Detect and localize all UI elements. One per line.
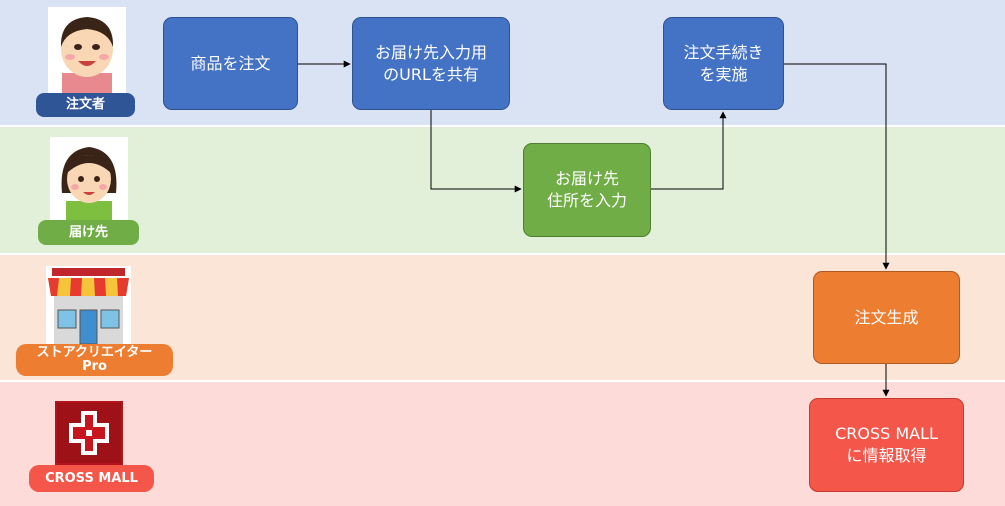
person-woman-icon <box>50 137 128 220</box>
person-smiling-icon <box>48 7 126 93</box>
step-input-address: お届け先 住所を入力 <box>523 143 651 237</box>
arrow-input-to-checkout <box>651 111 727 190</box>
storefront-icon <box>46 266 131 345</box>
crossmall-logo-icon <box>55 401 123 465</box>
lane-recipient <box>0 127 1005 253</box>
step-create-order: 注文生成 <box>813 271 960 364</box>
step-share-url: お届け先入力用 のURLを共有 <box>352 17 510 110</box>
step-order-product: 商品を注文 <box>163 17 298 110</box>
actor-label-store-creator: ストアクリエイター Pro <box>16 344 173 376</box>
step-fetch-info: CROSS MALL に情報取得 <box>809 398 964 492</box>
step-checkout: 注文手続き を実施 <box>663 17 784 110</box>
arrow-share-to-input <box>430 110 522 193</box>
arrow-checkout-to-create <box>784 63 890 270</box>
actor-label-orderer: 注文者 <box>36 93 135 117</box>
actor-label-recipient: 届け先 <box>38 220 139 245</box>
actor-label-crossmall: CROSS MALL <box>29 465 154 492</box>
